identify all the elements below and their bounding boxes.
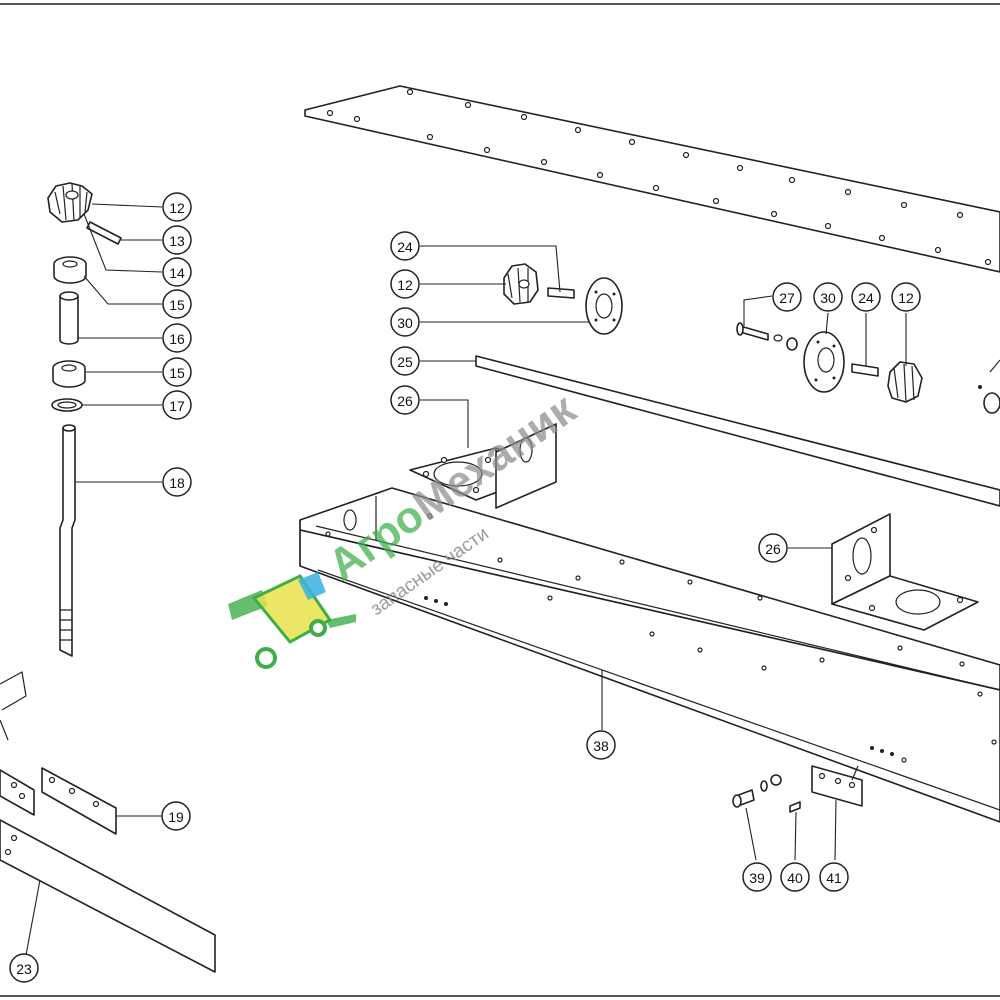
main-beam-38 xyxy=(299,487,1000,823)
callout-19-label: 19 xyxy=(168,809,184,825)
sprocket-12-upper xyxy=(503,263,539,305)
callout-12b: 12 xyxy=(390,269,420,299)
combine-harvester-logo-icon xyxy=(228,572,356,669)
arm-23 xyxy=(0,819,216,973)
callout-16: 16 xyxy=(162,323,192,353)
callout-19: 19 xyxy=(161,801,191,831)
flange-30-upper xyxy=(585,277,623,335)
pin-13 xyxy=(86,221,122,245)
callout-41-label: 41 xyxy=(826,870,842,886)
callout-14-label: 14 xyxy=(169,265,185,281)
callout-41: 41 xyxy=(819,862,849,892)
pin-24-right xyxy=(851,363,879,377)
callout-23-label: 23 xyxy=(16,961,32,977)
callout-39-label: 39 xyxy=(749,870,765,886)
callout-12a-label: 12 xyxy=(169,200,185,216)
callout-12c-label: 12 xyxy=(898,290,914,306)
callout-18-label: 18 xyxy=(169,475,185,491)
bolt-39 xyxy=(732,774,782,808)
callout-25-label: 25 xyxy=(397,354,413,370)
bracket-26-right xyxy=(831,513,979,631)
callout-30b-label: 30 xyxy=(820,290,836,306)
callout-40: 40 xyxy=(780,862,810,892)
partial-parts-right-edge xyxy=(978,359,1000,414)
callout-27: 27 xyxy=(772,282,802,312)
callout-15b-label: 15 xyxy=(169,365,185,381)
callout-17-label: 17 xyxy=(169,398,185,414)
shaft-18 xyxy=(59,424,76,657)
plate-41 xyxy=(811,765,863,807)
callout-16-label: 16 xyxy=(169,331,185,347)
callout-12c: 12 xyxy=(891,282,921,312)
callout-24b-label: 24 xyxy=(858,290,874,306)
bevel-gear-left xyxy=(47,182,93,223)
shaft-25 xyxy=(475,355,1000,507)
leader-lines xyxy=(25,203,907,956)
callout-23: 23 xyxy=(9,953,39,983)
callout-24b: 24 xyxy=(851,282,881,312)
bearing-15-top xyxy=(53,256,87,284)
bracket-19 xyxy=(0,671,117,835)
callout-38-label: 38 xyxy=(593,738,609,754)
bolt-27 xyxy=(736,322,798,351)
callout-40-label: 40 xyxy=(787,870,803,886)
callout-18: 18 xyxy=(162,467,192,497)
callout-30b: 30 xyxy=(813,282,843,312)
washer-40 xyxy=(789,801,801,813)
callout-30a-label: 30 xyxy=(397,315,413,331)
callout-26a-label: 26 xyxy=(397,393,413,409)
callout-13: 13 xyxy=(162,225,192,255)
callout-38: 38 xyxy=(586,730,616,760)
callout-12b-label: 12 xyxy=(397,277,413,293)
pin-24-upper xyxy=(547,287,575,299)
callout-24a-label: 24 xyxy=(397,239,413,255)
bevel-gear-12-right xyxy=(887,361,923,403)
callout-26b: 26 xyxy=(758,533,788,563)
callout-13-label: 13 xyxy=(169,233,185,249)
bracket-26-upper xyxy=(409,423,557,509)
flange-30-right xyxy=(803,331,845,393)
callout-27-label: 27 xyxy=(779,290,795,306)
callout-14: 14 xyxy=(162,257,192,287)
watermark-brand-gray: Механик xyxy=(405,384,586,531)
callout-39: 39 xyxy=(742,862,772,892)
callout-25: 25 xyxy=(390,346,420,376)
cover-plate xyxy=(304,85,1000,273)
washer-17 xyxy=(51,398,83,412)
callout-12a: 12 xyxy=(162,192,192,222)
callout-24a: 24 xyxy=(390,231,420,261)
callout-15a: 15 xyxy=(162,289,192,319)
callout-26b-label: 26 xyxy=(765,541,781,557)
spacer-tube-16 xyxy=(59,291,79,345)
callout-26a: 26 xyxy=(390,385,420,415)
callout-15a-label: 15 xyxy=(169,297,185,313)
bearing-15-bottom xyxy=(52,360,86,388)
callout-15b: 15 xyxy=(162,357,192,387)
callout-30a: 30 xyxy=(390,307,420,337)
callout-17: 17 xyxy=(162,390,192,420)
